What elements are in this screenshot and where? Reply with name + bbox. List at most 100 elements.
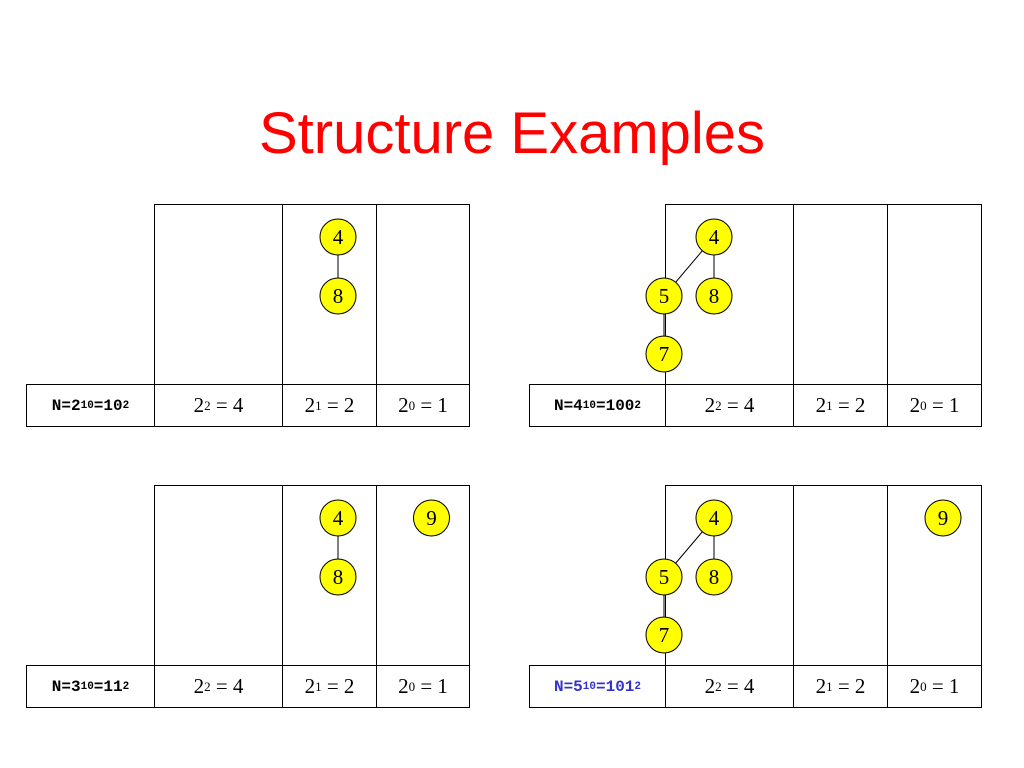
tree-node: 8 bbox=[319, 558, 357, 596]
tree-node-circle bbox=[695, 277, 733, 315]
tree-node-value: 8 bbox=[333, 284, 344, 308]
heap-trees: 4 5 8 7 bbox=[645, 218, 733, 373]
size-label-bin: 11 bbox=[103, 677, 123, 696]
tree-node-circle bbox=[413, 499, 450, 537]
tree-node-circle bbox=[924, 499, 962, 537]
power-base: 2 bbox=[815, 393, 827, 417]
tree-node: 8 bbox=[319, 277, 357, 315]
tree-node-circle bbox=[695, 218, 733, 256]
tree-node-value: 9 bbox=[426, 506, 437, 530]
size-label-bin: 10 bbox=[103, 396, 123, 415]
size-label-dec: 5 bbox=[573, 677, 583, 696]
size-label-eq: = bbox=[595, 677, 606, 696]
tree-node-value: 4 bbox=[333, 225, 344, 249]
power-base: 2 bbox=[193, 674, 205, 698]
tree-slot-0 bbox=[154, 204, 283, 385]
size-label-n: N= bbox=[553, 677, 574, 696]
tree-node-value: 8 bbox=[709, 565, 720, 589]
power-value: = 2 bbox=[321, 393, 355, 417]
tree-node-circle bbox=[645, 335, 683, 373]
tree-node: 9 bbox=[413, 499, 450, 537]
power-value: = 1 bbox=[415, 393, 448, 417]
tree-node-value: 7 bbox=[659, 342, 670, 366]
tree-node-value: 7 bbox=[659, 623, 670, 647]
tree-node-circle bbox=[645, 616, 683, 654]
tree-node-circle bbox=[319, 218, 357, 256]
tree-node: 4 bbox=[695, 218, 733, 256]
power-value: = 1 bbox=[415, 674, 448, 698]
tree-node: 4 bbox=[695, 499, 733, 537]
power-value: = 4 bbox=[721, 393, 755, 417]
power-base: 2 bbox=[304, 393, 316, 417]
size-label-eq: = bbox=[595, 396, 606, 415]
size-label-bin: 101 bbox=[605, 677, 635, 696]
tree-node-circle bbox=[319, 499, 357, 537]
power-value: = 2 bbox=[321, 674, 355, 698]
power-value: = 4 bbox=[210, 674, 244, 698]
tree-node-circle bbox=[319, 277, 357, 315]
size-label-n: N= bbox=[51, 396, 71, 415]
tree-node-value: 4 bbox=[709, 225, 720, 249]
tree-node-value: 8 bbox=[709, 284, 720, 308]
power-base: 2 bbox=[704, 393, 716, 417]
slide-title: Structure Examples bbox=[258, 101, 766, 166]
power-base: 2 bbox=[909, 393, 921, 417]
tree-node-value: 9 bbox=[938, 506, 949, 530]
tree-node: 5 bbox=[645, 558, 683, 596]
tree-slot-1 bbox=[793, 204, 888, 385]
size-label-n: N= bbox=[51, 677, 71, 696]
size-label-dec: 2 bbox=[70, 396, 81, 415]
power-value: = 1 bbox=[926, 674, 960, 698]
power-base: 2 bbox=[398, 393, 409, 417]
power-value: = 4 bbox=[210, 393, 244, 417]
size-label-eq: = bbox=[93, 677, 104, 696]
size-label-bin: 100 bbox=[605, 396, 635, 415]
power-value: = 1 bbox=[926, 393, 960, 417]
power-base: 2 bbox=[909, 674, 921, 698]
size-label-eq: = bbox=[93, 396, 104, 415]
tree-node-value: 4 bbox=[333, 506, 344, 530]
size-label-dec: 3 bbox=[70, 677, 81, 696]
size-label-dec: 4 bbox=[573, 396, 583, 415]
tree-node-value: 5 bbox=[659, 565, 670, 589]
tree-node-circle bbox=[645, 558, 683, 596]
tree-node: 5 bbox=[645, 277, 683, 315]
tree-node: 4 bbox=[319, 499, 357, 537]
tree-node-value: 4 bbox=[709, 506, 720, 530]
heap-trees: 4 5 8 7 9 bbox=[645, 499, 962, 654]
tree-node-value: 5 bbox=[659, 284, 670, 308]
tree-node-value: 8 bbox=[333, 565, 344, 589]
tree-node: 9 bbox=[924, 499, 962, 537]
tree-node: 7 bbox=[645, 335, 683, 373]
tree-slot-0 bbox=[154, 485, 283, 666]
tree-node: 7 bbox=[645, 616, 683, 654]
power-base: 2 bbox=[398, 674, 409, 698]
size-label-n: N= bbox=[553, 396, 574, 415]
heap-trees: 4 8 9 bbox=[319, 499, 450, 596]
tree-node: 8 bbox=[695, 558, 733, 596]
tree-node: 8 bbox=[695, 277, 733, 315]
power-value: = 2 bbox=[832, 674, 866, 698]
power-value: = 2 bbox=[832, 393, 866, 417]
tree-node-circle bbox=[319, 558, 357, 596]
power-base: 2 bbox=[815, 674, 827, 698]
tree-node-circle bbox=[645, 277, 683, 315]
power-base: 2 bbox=[704, 674, 716, 698]
power-value: = 4 bbox=[721, 674, 755, 698]
